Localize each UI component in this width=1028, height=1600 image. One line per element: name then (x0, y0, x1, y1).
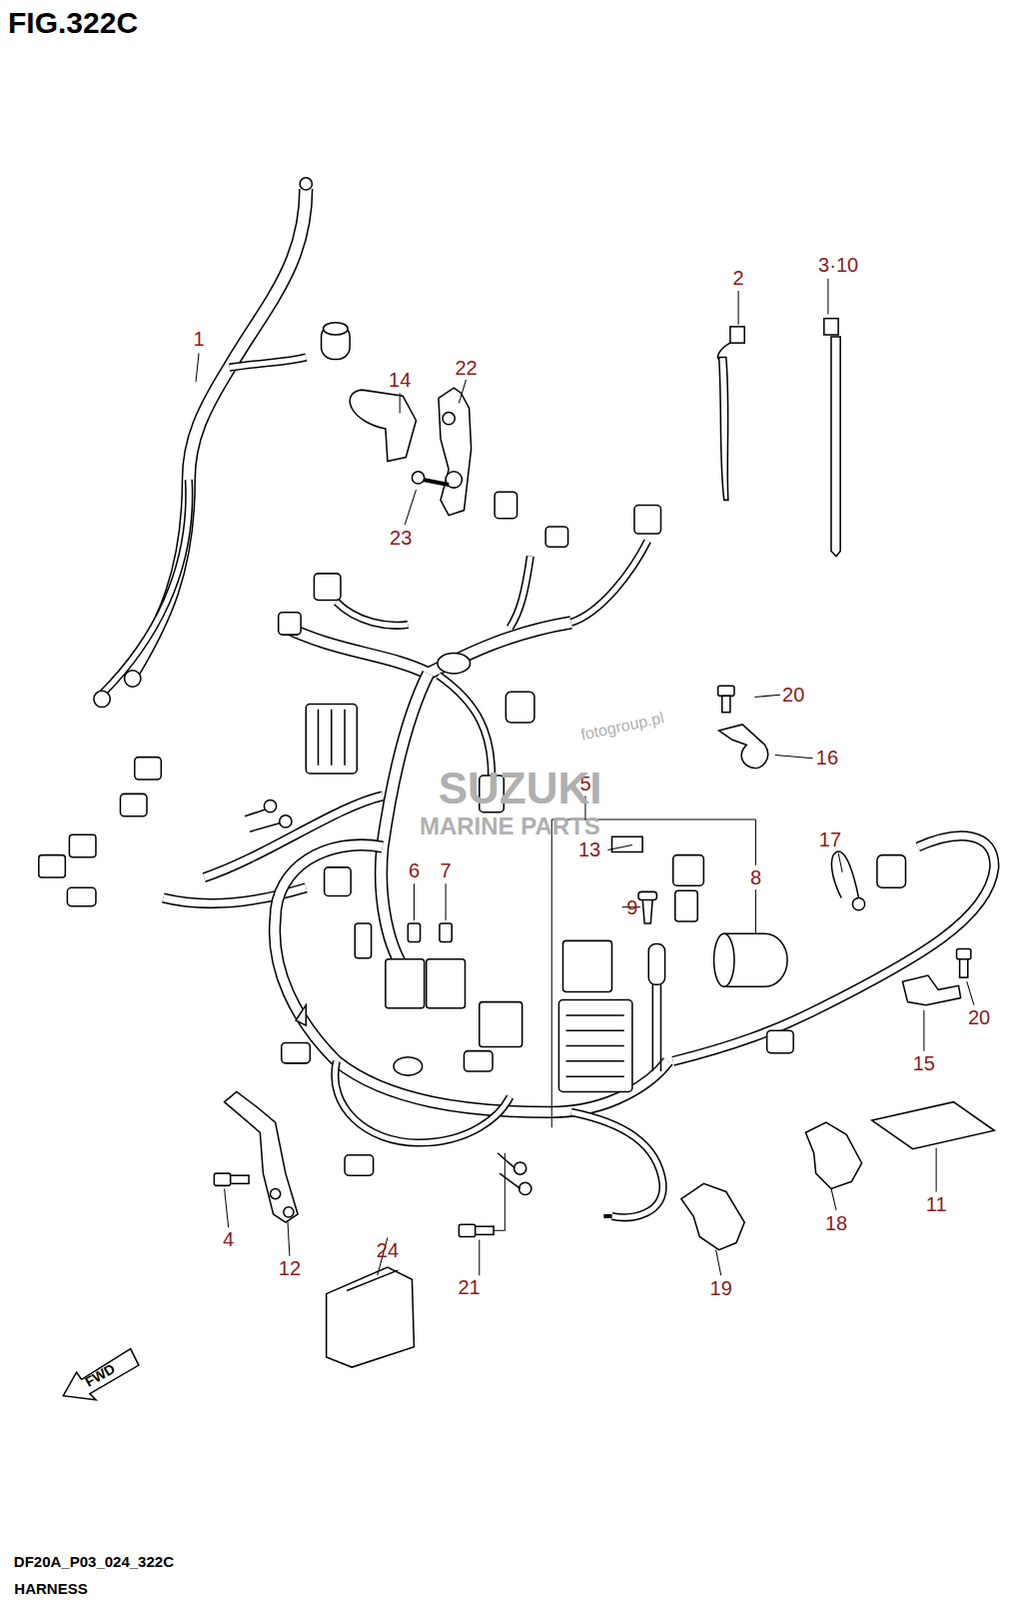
battery-cable (93, 177, 350, 708)
callout-number: 22 (454, 357, 477, 378)
callout-number: 12 (278, 1257, 301, 1278)
watermark: SUZUKI (438, 766, 603, 811)
figure-caption: HARNESS (13, 1580, 87, 1596)
callout-number: 24 (376, 1239, 399, 1260)
callout-number: 20 (782, 684, 805, 705)
callout-number: 13 (578, 839, 601, 860)
callout-number: 1 (193, 328, 205, 349)
main-harness (162, 540, 995, 1217)
callout-number: 6 (408, 860, 420, 881)
callout-number: 14 (388, 369, 411, 390)
figure-code: DF20A_P03_024_322C (13, 1552, 174, 1568)
connectors (38, 491, 907, 1175)
callout-number: 11 (926, 1193, 948, 1214)
callout-number: 21 (457, 1276, 480, 1297)
callout-number: 9 (626, 897, 638, 918)
callout-number: 7 (440, 860, 452, 881)
callout-number: 17 (819, 829, 842, 850)
callout-number: 20 (968, 1007, 991, 1028)
callout-number: 19 (710, 1277, 733, 1298)
callout-number: 2 (733, 267, 745, 288)
callout-number: 15 (913, 1052, 936, 1073)
callout-number: 8 (750, 867, 762, 888)
callout-number: 4 (222, 1228, 234, 1249)
callout-number: 23 (389, 527, 412, 548)
small-parts (62, 318, 995, 1400)
callout-number: 18 (825, 1212, 848, 1233)
leader-lines (195, 278, 975, 1275)
callout-number: 3·10 (818, 254, 859, 275)
watermark: MARINE PARTS (419, 814, 601, 839)
figure-title: FIG.322C (7, 5, 138, 40)
callout-number: 16 (816, 747, 839, 768)
watermark: fotogroup.pl (579, 709, 666, 743)
